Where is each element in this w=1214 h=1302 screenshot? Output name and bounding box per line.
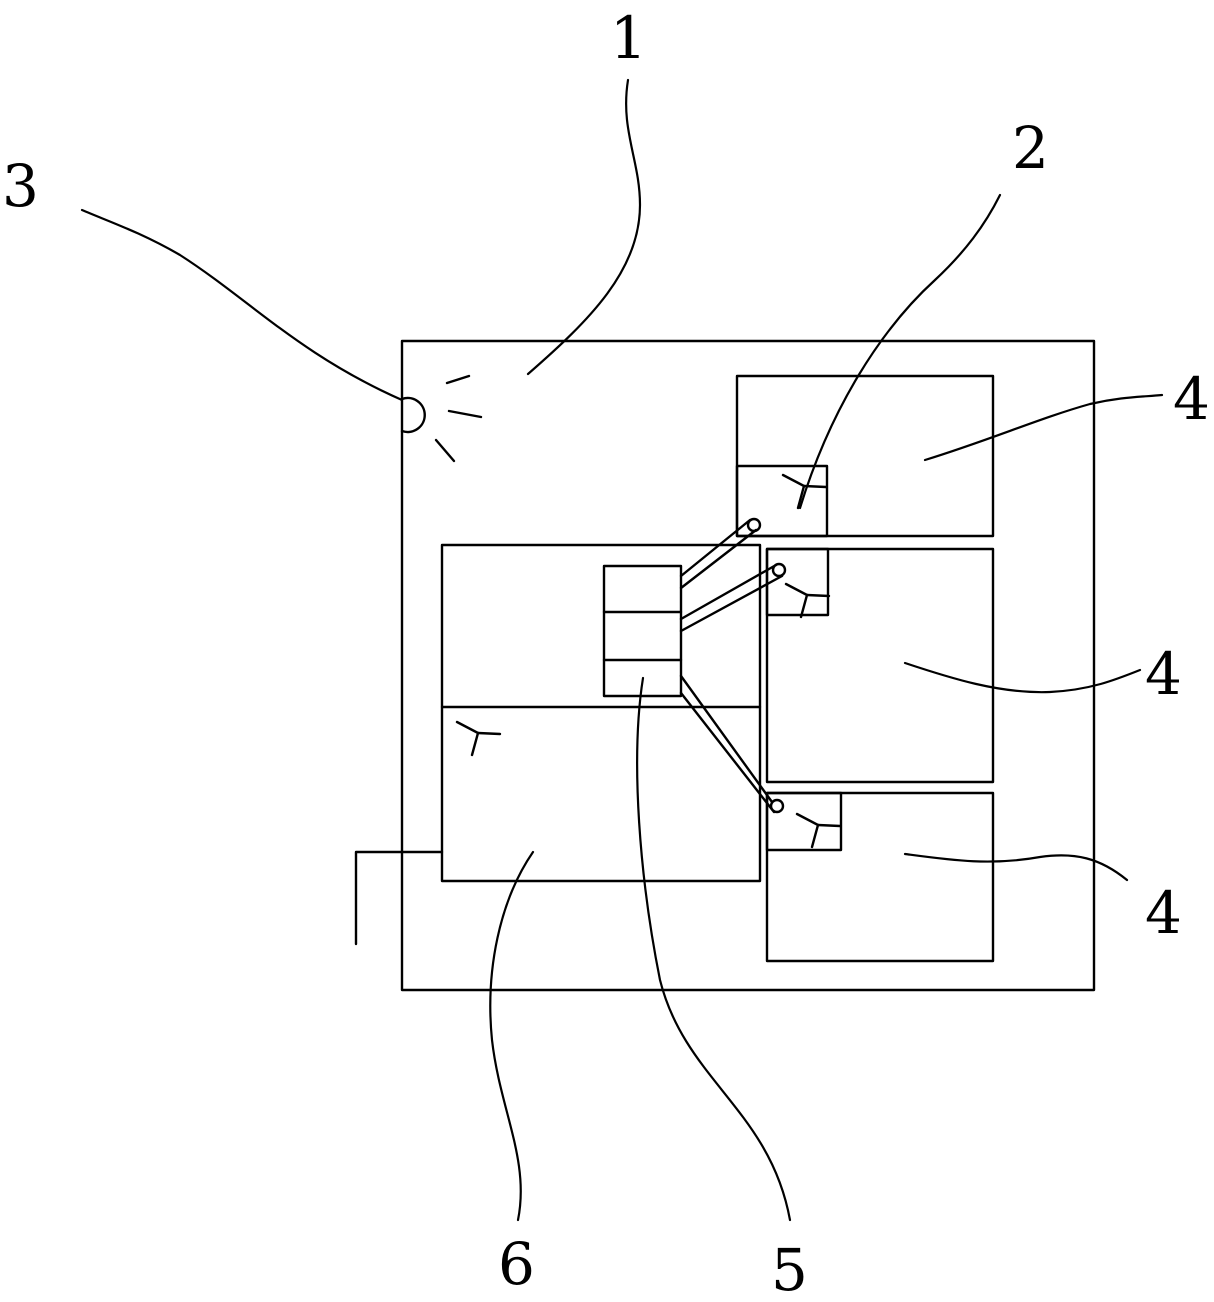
chamber-bottom — [765, 791, 995, 963]
callout-label-4a: 4 — [1173, 365, 1210, 433]
leader-line-3 — [80, 208, 404, 402]
leader-line-2 — [798, 193, 1002, 510]
light-bulb-icon — [400, 374, 483, 463]
leader-line-4a — [923, 393, 1164, 462]
leader-line-5 — [636, 676, 792, 1222]
callout-label-4b: 4 — [1145, 640, 1182, 708]
pipe-middle — [679, 562, 787, 633]
callout-label-4c: 4 — [1145, 879, 1182, 947]
main-unit — [440, 543, 762, 883]
external-cable — [354, 850, 444, 946]
leader-line-4c — [903, 852, 1129, 882]
pipe-bottom — [679, 674, 785, 814]
callout-label-2: 2 — [1012, 114, 1049, 182]
callout-label-3: 3 — [2, 152, 39, 220]
chamber-top — [735, 374, 995, 538]
callout-label-6: 6 — [498, 1230, 535, 1298]
leader-line-1 — [526, 78, 642, 376]
leader-line-4b — [903, 661, 1142, 694]
fan-icon — [455, 720, 502, 757]
chamber-middle — [765, 547, 995, 784]
callout-label-1: 1 — [610, 4, 647, 72]
fan-icon — [784, 582, 831, 619]
fan-icon — [795, 812, 842, 849]
distributor-module — [602, 564, 683, 698]
leader-line-6 — [489, 850, 535, 1222]
pipe-top — [679, 517, 762, 590]
callout-label-5: 5 — [771, 1236, 808, 1302]
outer-housing — [400, 339, 1096, 992]
